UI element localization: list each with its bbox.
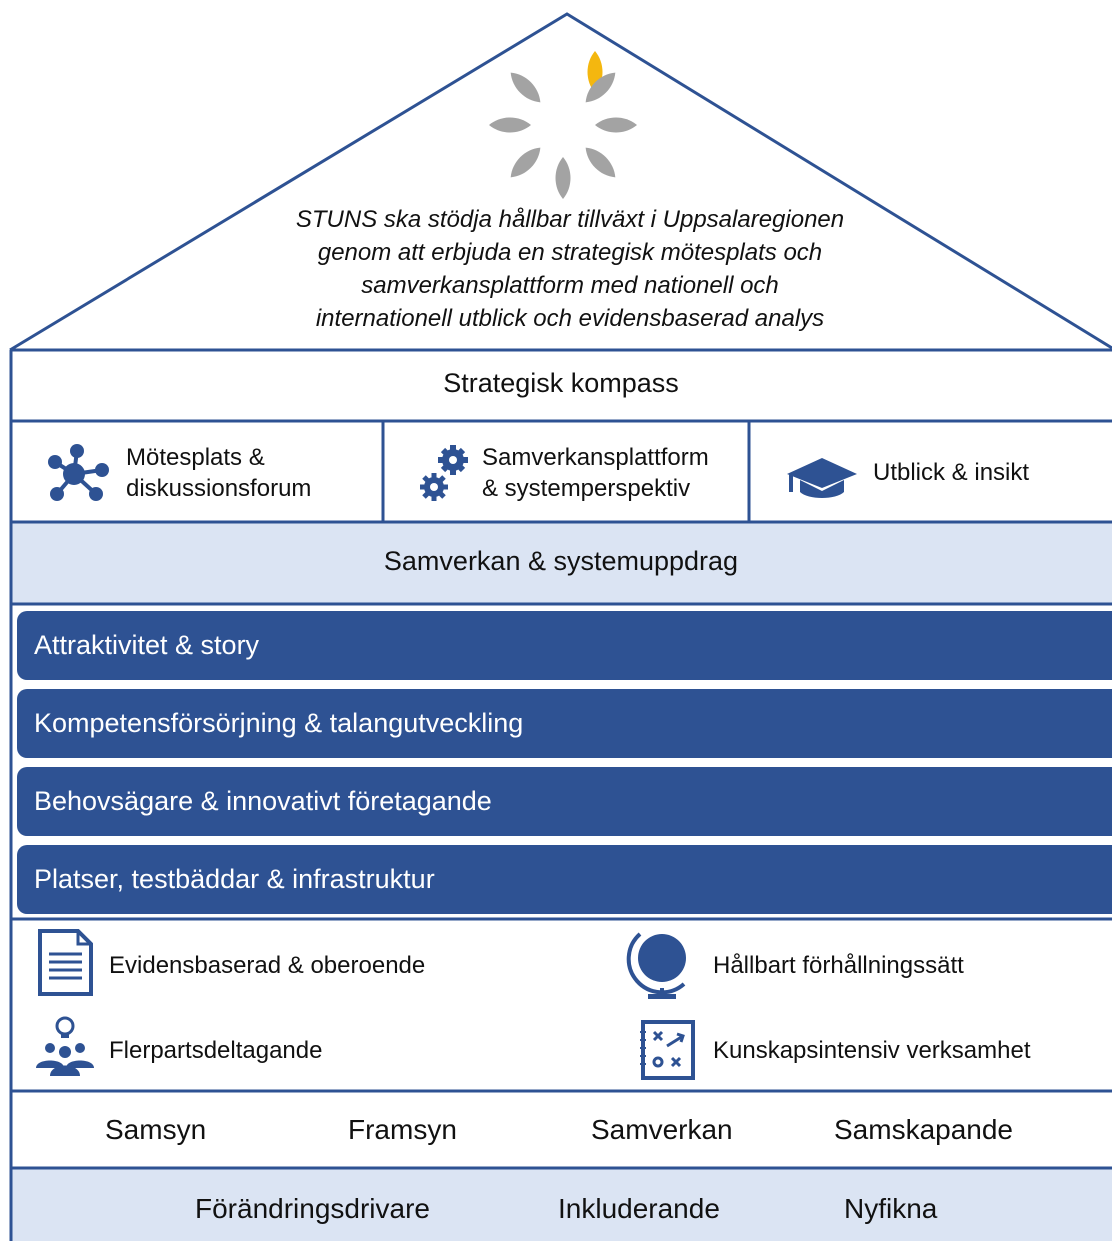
pillar-label-samverkansplattform: Samverkansplattform & systemperspektiv (482, 444, 709, 502)
focus-area-band: Behovsägare & innovativt företagande (17, 767, 1112, 836)
focus-area-band: Platser, testbäddar & infrastruktur (17, 845, 1112, 914)
principle-word: Samsyn (105, 1114, 207, 1145)
document-icon (38, 929, 93, 996)
mission-band-bg (10, 522, 1112, 604)
gears-icon (420, 445, 468, 501)
traits-band-bg (10, 1168, 1112, 1241)
compass-title: Strategisk kompass (443, 368, 679, 398)
mission-statement: STUNS ska stödja hållbar tillväxt i Upps… (295, 206, 845, 332)
trait-word: Förändringsdrivare (195, 1193, 430, 1224)
focus-area-band: Attraktivitet & story (17, 611, 1112, 680)
trait-word: Inkluderande (558, 1193, 720, 1224)
globe-icon (626, 932, 686, 999)
focus-area-band: Kompetensförsörjning & talangutveckling (17, 689, 1112, 758)
strategy-board-icon (640, 1020, 695, 1080)
principle-word: Samskapande (834, 1114, 1014, 1145)
graduation-cap-icon (787, 458, 857, 498)
mission-band-title: Samverkan & systemuppdrag (383, 546, 739, 576)
roof-outline (9, 12, 1112, 352)
pillar-label-motesplats: Mötesplats & diskussionsforum (126, 444, 312, 502)
value-label-evidensbaserad: Evidensbaserad & oberoende (109, 952, 426, 979)
network-hub-icon (48, 444, 109, 501)
stuns-logo (489, 51, 637, 199)
principle-word: Samverkan (591, 1114, 733, 1145)
value-label-hallbart: Hållbart förhållningssätt (713, 952, 964, 979)
value-label-flerpartsdeltagande: Flerpartsdeltagande (109, 1037, 323, 1064)
people-idea-icon (36, 1016, 94, 1076)
trait-word: Nyfikna (844, 1193, 938, 1224)
value-label-kunskapsintensiv: Kunskapsintensiv verksamhet (713, 1037, 1031, 1064)
pillar-label-utblick: Utblick & insikt (873, 459, 1030, 486)
principle-word: Framsyn (348, 1114, 457, 1145)
